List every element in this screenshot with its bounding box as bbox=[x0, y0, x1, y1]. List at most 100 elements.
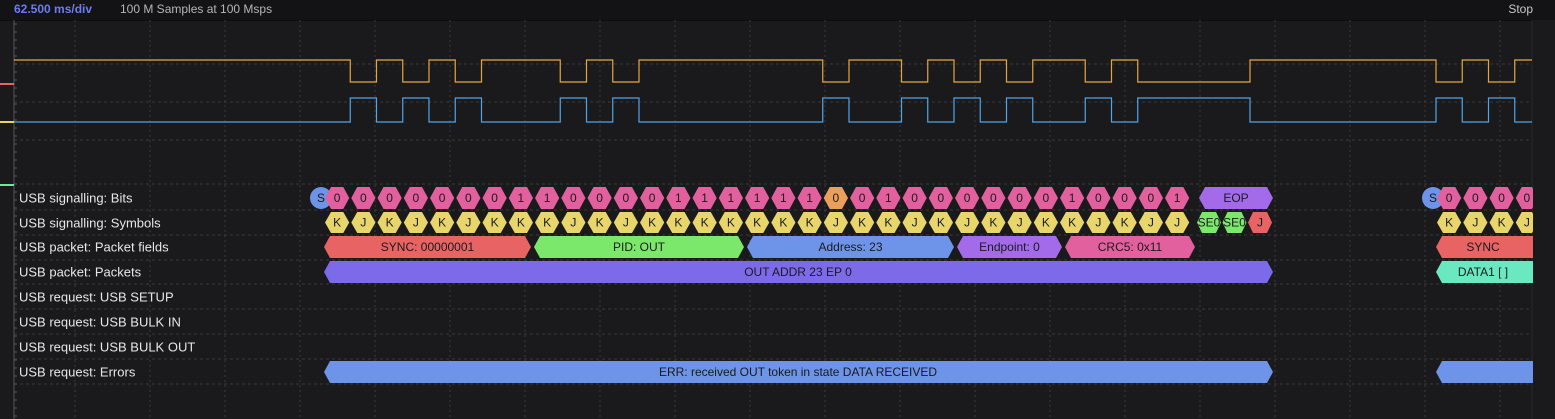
channel-marker-yellow[interactable] bbox=[0, 121, 14, 123]
bit-cell[interactable] bbox=[1033, 187, 1058, 209]
error-annotation[interactable] bbox=[324, 361, 1273, 383]
bit-cell[interactable] bbox=[325, 187, 350, 209]
symbol-cell[interactable] bbox=[718, 212, 743, 233]
symbol-cell[interactable] bbox=[1086, 212, 1111, 233]
run-state-button[interactable]: Stop bbox=[1508, 2, 1533, 16]
bit-cell[interactable] bbox=[1165, 187, 1190, 209]
symbol-value: K bbox=[438, 216, 446, 230]
symbol-cell[interactable] bbox=[325, 212, 350, 233]
bit-cell[interactable] bbox=[876, 187, 901, 209]
bit-cell[interactable] bbox=[745, 187, 770, 209]
packet-field[interactable] bbox=[1436, 236, 1545, 258]
packet-field[interactable] bbox=[1065, 236, 1195, 258]
bit-cell[interactable] bbox=[981, 187, 1006, 209]
bit-cell[interactable] bbox=[456, 187, 481, 209]
symbol-cell[interactable] bbox=[955, 212, 980, 233]
symbol-cell[interactable] bbox=[613, 212, 638, 233]
bit-cell[interactable] bbox=[902, 187, 927, 209]
bit-cell[interactable] bbox=[1489, 187, 1514, 209]
timebase-readout[interactable]: 62.500 ms/div bbox=[14, 2, 93, 16]
bit-cell[interactable] bbox=[1007, 187, 1032, 209]
bit-cell[interactable] bbox=[351, 187, 376, 209]
symbol-cell[interactable] bbox=[1437, 212, 1462, 233]
symbol-cell[interactable] bbox=[1060, 212, 1085, 233]
error-annotation[interactable] bbox=[1436, 361, 1545, 383]
symbol-cell[interactable] bbox=[1489, 212, 1514, 233]
packet-field[interactable] bbox=[534, 236, 744, 258]
packet-field[interactable] bbox=[747, 236, 954, 258]
symbol-cell[interactable] bbox=[981, 212, 1006, 233]
symbol-cell[interactable] bbox=[1515, 212, 1538, 233]
bit-cell[interactable] bbox=[1060, 187, 1085, 209]
bit-cell[interactable] bbox=[1437, 187, 1462, 209]
bit-cell[interactable] bbox=[1112, 187, 1137, 209]
bit-start-2[interactable] bbox=[1422, 187, 1444, 209]
bit-cell[interactable] bbox=[508, 187, 533, 209]
symbol-eop-cell[interactable] bbox=[1248, 212, 1272, 233]
channel-marker-red[interactable] bbox=[0, 83, 14, 85]
channel-marker-green[interactable] bbox=[0, 184, 14, 186]
symbol-cell[interactable] bbox=[482, 212, 507, 233]
symbol-cell[interactable] bbox=[1007, 212, 1032, 233]
symbol-cell[interactable] bbox=[771, 212, 796, 233]
symbol-cell[interactable] bbox=[902, 212, 927, 233]
bit-cell[interactable] bbox=[377, 187, 402, 209]
bit-cell[interactable] bbox=[1138, 187, 1163, 209]
bit-cell[interactable] bbox=[403, 187, 428, 209]
bit-eop[interactable] bbox=[1199, 187, 1273, 209]
symbol-cell[interactable] bbox=[351, 212, 376, 233]
symbol-cell[interactable] bbox=[823, 212, 848, 233]
bit-cell[interactable] bbox=[587, 187, 612, 209]
symbol-cell[interactable] bbox=[1165, 212, 1190, 233]
symbol-cell[interactable] bbox=[587, 212, 612, 233]
symbol-value: J bbox=[1095, 216, 1101, 230]
symbol-cell[interactable] bbox=[850, 212, 875, 233]
bit-cell[interactable] bbox=[771, 187, 796, 209]
symbol-cell[interactable] bbox=[666, 212, 691, 233]
bit-start[interactable] bbox=[310, 187, 332, 209]
symbol-cell[interactable] bbox=[640, 212, 665, 233]
symbol-cell[interactable] bbox=[561, 212, 586, 233]
symbol-cell[interactable] bbox=[745, 212, 770, 233]
symbol-cell[interactable] bbox=[876, 212, 901, 233]
bit-value: 0 bbox=[859, 191, 866, 205]
symbol-cell[interactable] bbox=[456, 212, 481, 233]
symbol-cell[interactable] bbox=[1463, 212, 1488, 233]
packet[interactable] bbox=[1436, 261, 1545, 283]
bit-cell[interactable] bbox=[430, 187, 455, 209]
symbol-cell[interactable] bbox=[1033, 212, 1058, 233]
symbol-cell[interactable] bbox=[403, 212, 428, 233]
bit-cell[interactable] bbox=[823, 187, 848, 209]
bit-cell[interactable] bbox=[666, 187, 691, 209]
bit-cell[interactable] bbox=[1086, 187, 1111, 209]
bit-cell[interactable] bbox=[1515, 187, 1538, 209]
bit-cell[interactable] bbox=[640, 187, 665, 209]
packet-field[interactable] bbox=[957, 236, 1062, 258]
symbol-cell[interactable] bbox=[508, 212, 533, 233]
bit-cell[interactable] bbox=[850, 187, 875, 209]
symbol-eop-cell[interactable] bbox=[1222, 212, 1247, 233]
symbol-cell[interactable] bbox=[692, 212, 717, 233]
bit-cell[interactable] bbox=[561, 187, 586, 209]
sample-rate-readout[interactable]: 100 M Samples at 100 Msps bbox=[120, 2, 273, 16]
bit-cell[interactable] bbox=[535, 187, 560, 209]
bit-cell[interactable] bbox=[955, 187, 980, 209]
symbol-cell[interactable] bbox=[797, 212, 822, 233]
symbol-cell[interactable] bbox=[377, 212, 402, 233]
symbol-cell[interactable] bbox=[535, 212, 560, 233]
symbol-cell[interactable] bbox=[1112, 212, 1137, 233]
bit-cell[interactable] bbox=[692, 187, 717, 209]
bit-cell[interactable] bbox=[482, 187, 507, 209]
bit-cell[interactable] bbox=[1463, 187, 1488, 209]
bit-cell[interactable] bbox=[928, 187, 953, 209]
bit-cell[interactable] bbox=[797, 187, 822, 209]
symbol-eop-cell[interactable] bbox=[1197, 212, 1221, 233]
bit-cell[interactable] bbox=[613, 187, 638, 209]
bit-cell[interactable] bbox=[718, 187, 743, 209]
symbol-cell[interactable] bbox=[1138, 212, 1163, 233]
symbol-cell[interactable] bbox=[928, 212, 953, 233]
packet-field[interactable] bbox=[324, 236, 531, 258]
packet[interactable] bbox=[324, 261, 1273, 283]
symbol-cell[interactable] bbox=[430, 212, 455, 233]
